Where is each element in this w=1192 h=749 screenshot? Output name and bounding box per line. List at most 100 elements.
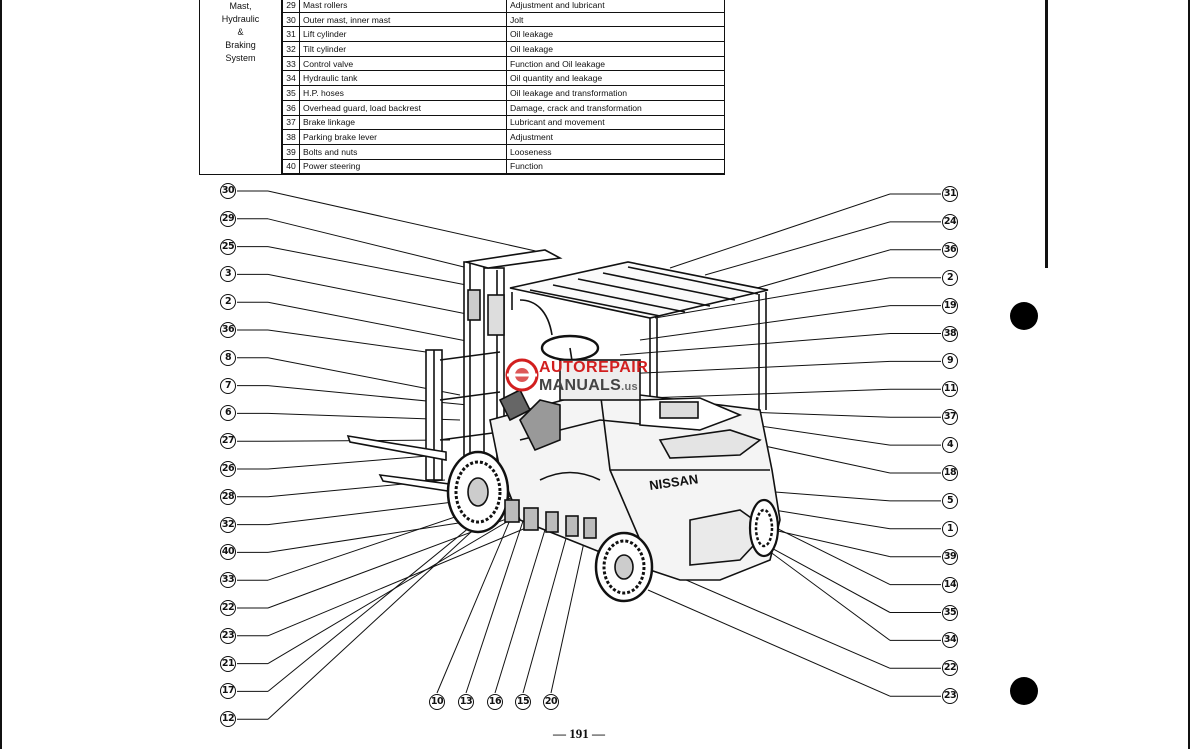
callout-left: 2 (220, 294, 236, 311)
load-backrest (425, 349, 501, 481)
callout-left: 8 (220, 349, 236, 366)
callout-left: 32 (220, 516, 236, 533)
leader-line (759, 444, 891, 474)
leader-line (267, 519, 546, 637)
check-point: Jolt (506, 11, 725, 28)
callout-right: 39 (942, 548, 958, 565)
callout-left: 29 (220, 210, 236, 227)
callout-right: 31 (942, 186, 958, 202)
watermark-line1: AUTOREPAIR (539, 359, 649, 376)
check-point: Damage, crack and transformation (506, 99, 725, 116)
callout-left: 12 (220, 711, 236, 728)
callout-left: 33 (220, 572, 236, 589)
leader-line (749, 249, 891, 291)
group-label-line: Mast, (229, 1, 252, 11)
callout-left: 21 (220, 655, 236, 672)
callout-right: 9 (942, 353, 958, 370)
check-point: Function and Oil leakage (506, 55, 725, 72)
callout-right: 22 (942, 660, 958, 677)
callout-bottom: 20 (543, 694, 559, 710)
group-label-line: & (237, 27, 244, 37)
rear-wheel (594, 531, 654, 603)
group-label-line: Hydraulic (221, 14, 260, 24)
callout-right: 36 (942, 241, 958, 258)
leader-line (773, 509, 891, 530)
check-point: Oil leakage and transformation (506, 85, 725, 101)
watermark-logo-icon (505, 358, 539, 392)
callout-right: 14 (942, 576, 958, 593)
item-name: Outer mast, inner mast (299, 11, 507, 28)
leader-line (494, 519, 549, 694)
leader-line (599, 360, 891, 376)
leader-line (267, 454, 441, 470)
callout-right: 18 (942, 465, 958, 481)
callout-bottom: 15 (515, 694, 531, 710)
chassis-components (498, 388, 601, 539)
truck-body: NISSAN (489, 359, 781, 581)
rear-right-wheel (748, 498, 780, 558)
callout-left: 7 (220, 377, 236, 394)
watermark-line2: MANUALS.us (539, 377, 638, 395)
callout-right: 23 (942, 688, 958, 705)
forklift-illustration: NISSAN (346, 249, 781, 603)
truck-badge: NISSAN (648, 471, 699, 493)
item-name: Hydraulic tank (299, 70, 507, 87)
callout-right: 38 (942, 325, 958, 342)
check-point: Oil quantity and leakage (506, 70, 725, 87)
leader-line (465, 514, 526, 694)
leader-line (639, 305, 891, 341)
callout-bottom: 10 (429, 694, 445, 710)
watermark: AUTOREPAIR MANUALS.us (505, 356, 705, 400)
watermark-line2-main: MANUALS (539, 377, 622, 394)
callout-right: 19 (942, 297, 958, 314)
callout-right: 24 (942, 213, 958, 230)
callout-left: 22 (220, 600, 236, 616)
overhead-guard (509, 261, 769, 420)
leader-line (654, 277, 891, 319)
leader-line (436, 519, 511, 694)
check-point: Function (506, 158, 725, 176)
leader-line (267, 273, 498, 321)
callout-left: 36 (220, 322, 236, 338)
front-wheel (446, 450, 510, 534)
page-left-edge (0, 0, 2, 749)
leader-line (267, 329, 427, 353)
callout-bottom: 13 (458, 694, 474, 710)
hole-punch-bottom (1010, 677, 1038, 705)
item-number: 33 (281, 55, 300, 72)
leader-line (267, 519, 479, 553)
callout-bottom: 16 (487, 694, 503, 710)
callout-left: 26 (220, 461, 236, 477)
group-label-line: System (225, 53, 256, 63)
callout-left: 3 (220, 266, 236, 283)
callout-left: 30 (220, 183, 236, 199)
callout-right: 34 (942, 632, 958, 649)
leader-line (267, 246, 483, 289)
leader-line (267, 519, 511, 665)
hole-punch-top (1010, 302, 1038, 330)
leader-line (647, 589, 891, 697)
leader-line (774, 491, 891, 502)
item-name: H.P. hoses (299, 85, 507, 101)
callout-right: 4 (942, 437, 958, 454)
callout-left: 23 (220, 627, 236, 644)
leader-line (704, 221, 891, 276)
leader-line (267, 218, 469, 269)
leader-line (669, 193, 891, 269)
watermark-line2-suffix: .us (621, 381, 638, 393)
leader-line (267, 301, 488, 346)
callout-left: 40 (220, 544, 236, 561)
leader-line (267, 190, 541, 253)
